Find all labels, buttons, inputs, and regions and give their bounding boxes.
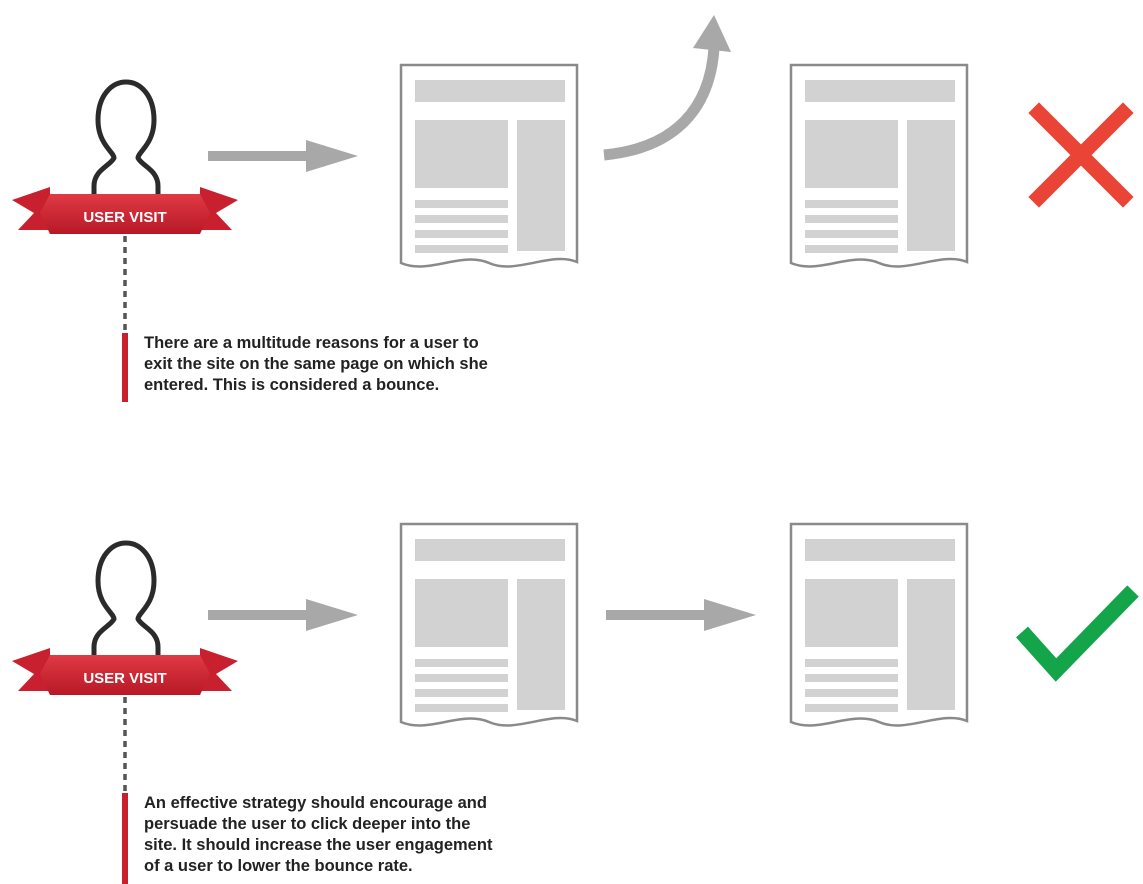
user-icon xyxy=(94,543,158,657)
check-icon xyxy=(1016,585,1139,682)
note-line: exit the site on the same page on which … xyxy=(144,355,488,373)
note-line: entered. This is considered a bounce. xyxy=(144,376,440,394)
badge-label: USER VISIT xyxy=(83,670,166,687)
note-line: site. It should increase the user engage… xyxy=(144,836,493,854)
user-visit-badge: USER VISIT xyxy=(12,648,238,695)
unvisited-page-icon xyxy=(789,63,969,268)
arrow-to-landing-page xyxy=(208,140,358,172)
arrow-to-landing-page xyxy=(208,599,358,631)
landing-page-icon xyxy=(399,522,579,727)
note-line: There are a multitude reasons for a user… xyxy=(144,334,479,352)
note-line: of a user to lower the bounce rate. xyxy=(144,857,413,875)
note-line: persuade the user to click deeper into t… xyxy=(144,815,471,833)
note-line: An effective strategy should encourage a… xyxy=(144,794,487,812)
engagement-explanation-note: An effective strategy should encourage a… xyxy=(122,793,582,884)
next-page-icon xyxy=(789,522,969,727)
badge-label: USER VISIT xyxy=(83,209,166,226)
cross-icon xyxy=(1028,102,1134,208)
landing-page-icon xyxy=(399,63,579,268)
scenario-engaged: USER VISIT xyxy=(12,522,1139,793)
exit-arrow-icon xyxy=(603,15,731,161)
user-visit-badge: USER VISIT xyxy=(12,187,238,234)
scenario-bounce: USER VISIT xyxy=(12,15,1134,333)
bounce-explanation-note: There are a multitude reasons for a user… xyxy=(122,333,582,402)
user-icon xyxy=(94,82,158,196)
arrow-to-next-page xyxy=(606,599,756,631)
